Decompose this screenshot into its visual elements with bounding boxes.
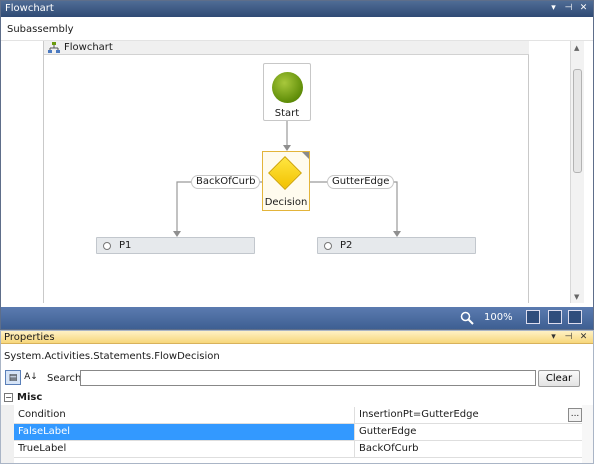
category-row-misc[interactable]: − Misc <box>1 391 593 405</box>
scroll-up-icon[interactable]: ▲ <box>574 44 580 52</box>
step-node-p2[interactable]: P2 <box>317 237 476 254</box>
flowchart-icon <box>48 42 60 53</box>
fit-to-screen-icon[interactable] <box>548 310 562 324</box>
zoom-level[interactable]: 100% <box>484 312 513 323</box>
start-label: Start <box>274 108 300 119</box>
property-row-truelabel[interactable]: TrueLabel BackOfCurb <box>14 441 582 458</box>
property-row-falselabel[interactable]: FalseLabel GutterEdge <box>14 424 582 441</box>
property-value[interactable]: BackOfCurb <box>359 443 419 454</box>
property-name: TrueLabel <box>14 441 355 457</box>
object-type-label: System.Activities.Statements.FlowDecisio… <box>4 351 220 362</box>
decision-diamond-icon <box>268 156 302 190</box>
properties-scrollbar[interactable] <box>582 405 593 463</box>
true-branch-label[interactable]: GutterEdge <box>327 175 395 189</box>
search-label: Search: <box>47 373 85 384</box>
scrollbar-thumb[interactable] <box>573 69 582 173</box>
decision-node[interactable]: Decision <box>262 151 310 211</box>
ellipsis-button[interactable]: ... <box>568 408 582 422</box>
connector-decision-p2 <box>310 181 398 233</box>
properties-title: Properties <box>4 332 55 343</box>
arrowhead-start-decision <box>283 145 291 151</box>
dropdown-icon[interactable]: ▾ <box>551 332 556 342</box>
expand-corner-icon <box>302 152 309 159</box>
property-grid: − Misc <box>1 391 593 463</box>
dropdown-icon[interactable]: ▾ <box>551 3 556 13</box>
start-circle-icon <box>272 72 303 103</box>
categorized-view-icon[interactable]: ▤ <box>5 370 21 385</box>
zoom-dropdown-icon[interactable] <box>526 310 540 324</box>
flowchart-title: Flowchart <box>5 3 54 14</box>
collapse-icon[interactable]: − <box>4 393 13 402</box>
scroll-down-icon[interactable]: ▼ <box>574 293 580 301</box>
step-label-p2: P2 <box>340 240 353 251</box>
flowchart-header: Flowchart <box>44 41 529 55</box>
pin-icon[interactable]: ⊣ <box>564 3 573 13</box>
step-circle-icon <box>324 242 332 250</box>
property-name: Condition <box>14 407 355 423</box>
selected-object-type: System.Activities.Statements.FlowDecisio… <box>1 345 593 367</box>
arrowhead-p2 <box>393 231 401 237</box>
designer-statusbar: 100% <box>1 307 593 329</box>
breadcrumb: Subassembly <box>1 17 593 41</box>
properties-titlebar: Properties ▾ ⊣ ✕ <box>1 331 593 344</box>
breadcrumb-item-subassembly[interactable]: Subassembly <box>7 24 74 35</box>
category-label: Misc <box>17 392 43 403</box>
step-node-p1[interactable]: P1 <box>96 237 255 254</box>
properties-toolbar: ▤ A↓ Search: Clear <box>1 367 593 389</box>
flowchart-header-label: Flowchart <box>64 42 113 53</box>
property-name: FalseLabel <box>14 424 355 440</box>
property-row-condition[interactable]: Condition InsertionPt=GutterEdge ... <box>14 407 582 424</box>
close-icon[interactable]: ✕ <box>579 3 588 13</box>
decision-label: Decision <box>264 197 308 208</box>
zoom-icon[interactable] <box>459 310 475 326</box>
property-grid-margin <box>1 405 14 463</box>
clear-button[interactable]: Clear <box>538 370 580 387</box>
properties-window: Properties ▾ ⊣ ✕ System.Activities.State… <box>0 330 594 464</box>
step-label-p1: P1 <box>119 240 132 251</box>
close-icon[interactable]: ✕ <box>579 332 588 342</box>
search-input[interactable] <box>80 370 536 386</box>
flowchart-window: Flowchart ▾ ⊣ ✕ Subassembly Flowchart <box>0 0 594 330</box>
pin-icon[interactable]: ⊣ <box>564 332 573 342</box>
step-circle-icon <box>103 242 111 250</box>
start-node[interactable]: Start <box>263 63 311 121</box>
property-value[interactable]: InsertionPt=GutterEdge <box>359 409 479 420</box>
arrowhead-p1 <box>173 231 181 237</box>
flowchart-titlebar: Flowchart ▾ ⊣ ✕ <box>1 1 593 17</box>
false-branch-label[interactable]: BackOfCurb <box>191 175 261 189</box>
overview-map-icon[interactable] <box>568 310 582 324</box>
vertical-scrollbar[interactable]: ▲ ▼ <box>570 41 584 303</box>
property-value[interactable]: GutterEdge <box>359 426 417 437</box>
connector-decision-p1 <box>176 181 262 233</box>
alphabetical-sort-icon[interactable]: A↓ <box>24 372 38 382</box>
